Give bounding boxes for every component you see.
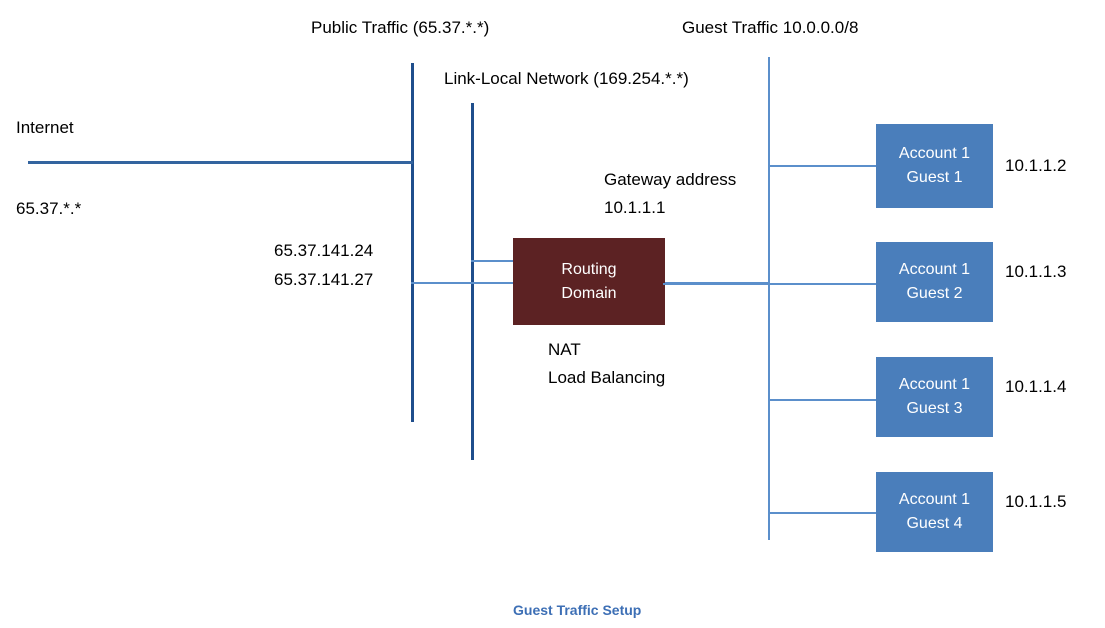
routing-domain-line2: Domain	[561, 284, 617, 302]
internet-subnet-label: 65.37.*.*	[16, 199, 82, 218]
guest-3-name: Guest 3	[906, 400, 963, 417]
internet-label: Internet	[16, 118, 74, 137]
public-ip-2-label: 65.37.141.27	[274, 270, 374, 289]
guest-1-connector-line	[768, 165, 878, 167]
public-ip-1-label: 65.37.141.24	[274, 241, 374, 260]
guest-2-connector-line	[663, 283, 878, 285]
guest-4-ip-label: 10.1.1.5	[1005, 492, 1067, 511]
guest-3-connector-line	[768, 399, 878, 401]
gateway-address-title: Gateway address	[604, 170, 737, 189]
guest-2-ip-label: 10.1.1.3	[1005, 262, 1067, 281]
routing-domain-line1: Routing	[561, 260, 617, 278]
link-local-bus-line	[471, 103, 474, 460]
routing-domain-node[interactable]: Routing Domain	[513, 238, 665, 325]
internet-uplink-line	[28, 161, 413, 164]
guest-1-account: Account 1	[898, 145, 971, 162]
public-traffic-header: Public Traffic (65.37.*.*)	[311, 18, 490, 37]
guest-traffic-bus-line	[768, 57, 770, 540]
guest-1-ip-label: 10.1.1.2	[1005, 156, 1067, 175]
link-local-to-router-line	[471, 260, 515, 262]
public-traffic-bus-line	[411, 63, 414, 422]
guest-4-connector-line	[768, 512, 878, 514]
guest-node-4[interactable]: Account 1 Guest 4	[876, 472, 993, 552]
guest-node-1[interactable]: Account 1 Guest 1	[876, 124, 993, 208]
guest-1-name: Guest 1	[906, 169, 963, 186]
diagram-caption: Guest Traffic Setup	[513, 602, 642, 618]
public-traffic-to-router-line	[411, 282, 515, 284]
guest-4-name: Guest 4	[906, 515, 963, 532]
guest-3-ip-label: 10.1.1.4	[1005, 377, 1067, 396]
router-function-nat-label: NAT	[548, 340, 581, 359]
link-local-header: Link-Local Network (169.254.*.*)	[444, 69, 689, 88]
guest-node-3[interactable]: Account 1 Guest 3	[876, 357, 993, 437]
router-function-load-balancing-label: Load Balancing	[548, 368, 666, 387]
guest-2-account: Account 1	[898, 261, 971, 278]
guest-4-account: Account 1	[898, 491, 971, 508]
gateway-address-value: 10.1.1.1	[604, 198, 666, 217]
guest-3-account: Account 1	[898, 376, 971, 393]
guest-traffic-header: Guest Traffic 10.0.0.0/8	[682, 18, 859, 37]
guest-node-2[interactable]: Account 1 Guest 2	[876, 242, 993, 322]
guest-2-name: Guest 2	[906, 285, 963, 302]
